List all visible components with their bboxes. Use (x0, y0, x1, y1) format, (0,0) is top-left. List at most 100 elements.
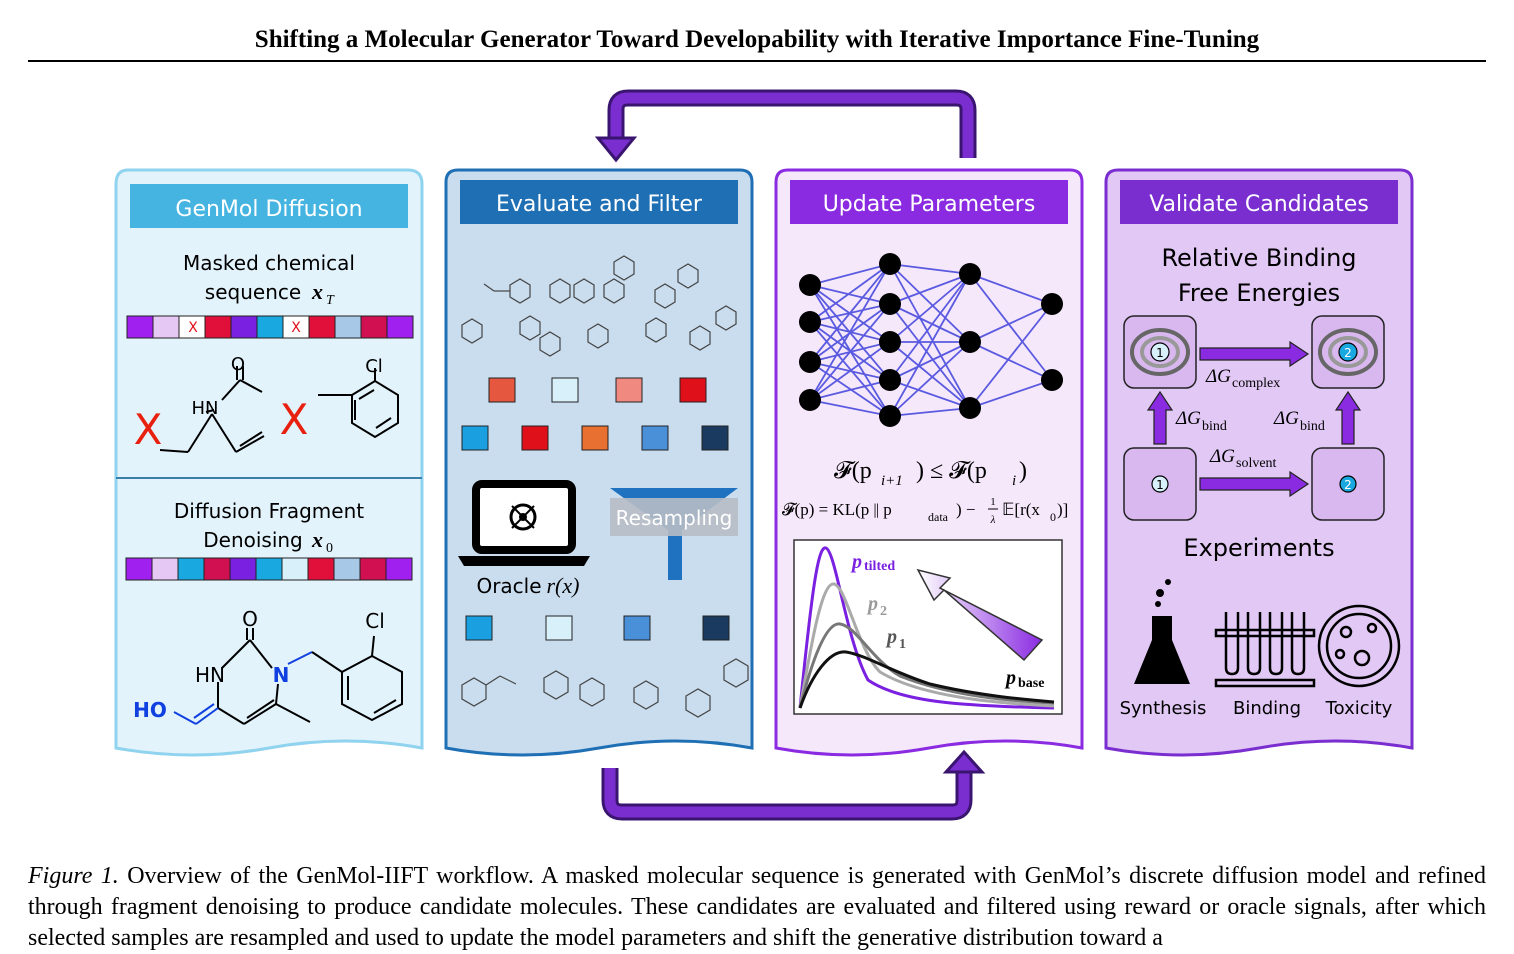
nn-edge (889, 407, 971, 417)
denoised-token-4 (229, 557, 257, 581)
validate-title-bar (1120, 180, 1398, 224)
ligand-1-solvent-label: 1 (1156, 478, 1164, 492)
sample-square-r2-4 (701, 425, 729, 451)
denoised-token-9 (359, 557, 387, 581)
nn-edge (809, 263, 891, 401)
label-p1-sub: 1 (899, 637, 906, 652)
protein-icon-2 (1318, 328, 1378, 376)
paper-header-title: Shifting a Molecular Generator Toward De… (254, 26, 1260, 53)
masked-token-1 (152, 315, 180, 339)
denoised-token-5 (255, 557, 283, 581)
nn-edge (809, 284, 891, 305)
objective-sub: data (928, 510, 949, 524)
label-p-tilted: p (850, 551, 862, 573)
selected-square-2 (623, 615, 651, 641)
ligand-2-bound (1338, 342, 1358, 362)
dg-bind-left: ΔG (1175, 408, 1201, 429)
dg-bind-right-sub: bind (1300, 419, 1325, 434)
thermo-cycle-arrows (1146, 340, 1362, 498)
genmol-title: GenMol Diffusion (175, 197, 362, 222)
inequality-sub-right: i (1012, 473, 1016, 489)
selected-square-1 (545, 615, 573, 641)
candidate-molecules (461, 255, 737, 357)
sample-square-r1-1 (551, 377, 579, 403)
caption-text: Overview of the GenMol-IIFT workflow. A … (28, 863, 1486, 951)
feedback-arrow-top (594, 89, 977, 163)
masked-fragments (159, 366, 399, 453)
nn-node (879, 369, 901, 391)
masked-token-4 (230, 315, 258, 339)
panel-validate: Validate Candidates Relative Binding Fre… (1104, 168, 1414, 757)
atom-N-lower: N (273, 663, 290, 687)
objective-left: 𝓕(p) = KL(p ∥ p (782, 500, 892, 519)
nn-edge (809, 341, 891, 401)
objective-mid: ) − (956, 500, 976, 519)
denoised-token-8 (333, 557, 361, 581)
experiments-heading: Experiments (1183, 534, 1334, 562)
figure-caption: Figure 1. Overview of the GenMol-IIFT wo… (28, 861, 1486, 954)
generated-molecule (173, 628, 403, 725)
nn-edge (969, 341, 1053, 381)
objective-end: )] (1057, 500, 1068, 519)
inequality-end: ) (1019, 458, 1027, 484)
denoised-token-7 (307, 557, 335, 581)
nn-node (879, 293, 901, 315)
rbfe-heading-2: Free Energies (1178, 279, 1340, 307)
nn-edge (969, 273, 1053, 305)
caption-label: Figure 1. (28, 863, 119, 889)
masked-token-0 (126, 315, 154, 339)
synthesis-label: Synthesis (1120, 698, 1207, 719)
denoised-token-3 (203, 557, 231, 581)
label-p-base-sub: base (1018, 676, 1044, 691)
ligand-1-solvent (1151, 475, 1169, 493)
nn-edge (969, 379, 1053, 409)
ligand-2-solvent (1339, 475, 1357, 493)
nn-edge (889, 379, 971, 409)
protein-icon-1 (1130, 328, 1190, 376)
oracle-label: Oracle (476, 574, 541, 598)
dg-bind-left-sub: bind (1202, 419, 1227, 434)
atom-O-lower: O (242, 607, 258, 631)
mask-token-1: X (188, 320, 198, 336)
sample-square-r1-2 (615, 377, 643, 403)
ligand-2-bound-label: 2 (1344, 346, 1352, 360)
masked-token-10 (386, 315, 414, 339)
atom-HO-lower: HO (133, 698, 167, 722)
masked-label-2: sequence (205, 280, 301, 304)
oracle-laptop-icon (458, 480, 590, 566)
header-rule (28, 60, 1486, 62)
nn-node (799, 351, 821, 373)
objective-right: 𝔼[r(x (1002, 500, 1040, 519)
nn-node (799, 311, 821, 333)
masked-sub: T (326, 293, 335, 308)
denoised-token-0 (125, 557, 153, 581)
sample-square-r1-0 (488, 377, 516, 403)
selected-molecules (461, 658, 749, 718)
removed-fragment-mark-1: X (134, 405, 163, 454)
atom-HN-upper: HN (192, 398, 219, 419)
nn-node (799, 389, 821, 411)
workflow-figure: GenMol Diffusion Masked chemical sequenc… (114, 89, 1414, 821)
nn-node (1041, 293, 1063, 315)
nn-edge (809, 303, 891, 401)
nn-node (879, 405, 901, 427)
validate-title: Validate Candidates (1149, 192, 1369, 217)
panel-update: Update Parameters 𝓕(p i+1 ) ≤ 𝓕(p i ) 𝓕(… (774, 168, 1084, 757)
nn-edge (809, 399, 891, 417)
objective-right-sub: 0 (1050, 510, 1056, 524)
denoised-token-10 (385, 557, 413, 581)
nn-edge (889, 273, 971, 343)
nn-edge (889, 303, 971, 343)
dg-complex-sub: complex (1232, 376, 1280, 391)
label-p2: p (866, 593, 878, 615)
neural-network-icon (799, 253, 1063, 427)
panel-evaluate: Evaluate and Filter (444, 168, 754, 757)
nn-node (879, 253, 901, 275)
evaluate-title: Evaluate and Filter (496, 192, 703, 217)
nn-edge (969, 303, 1053, 409)
evaluate-title-bar (460, 180, 738, 224)
sample-square-r2-2 (581, 425, 609, 451)
nn-edge (809, 263, 891, 286)
selected-square-0 (465, 615, 493, 641)
inequality-left: 𝓕(p (834, 458, 872, 484)
